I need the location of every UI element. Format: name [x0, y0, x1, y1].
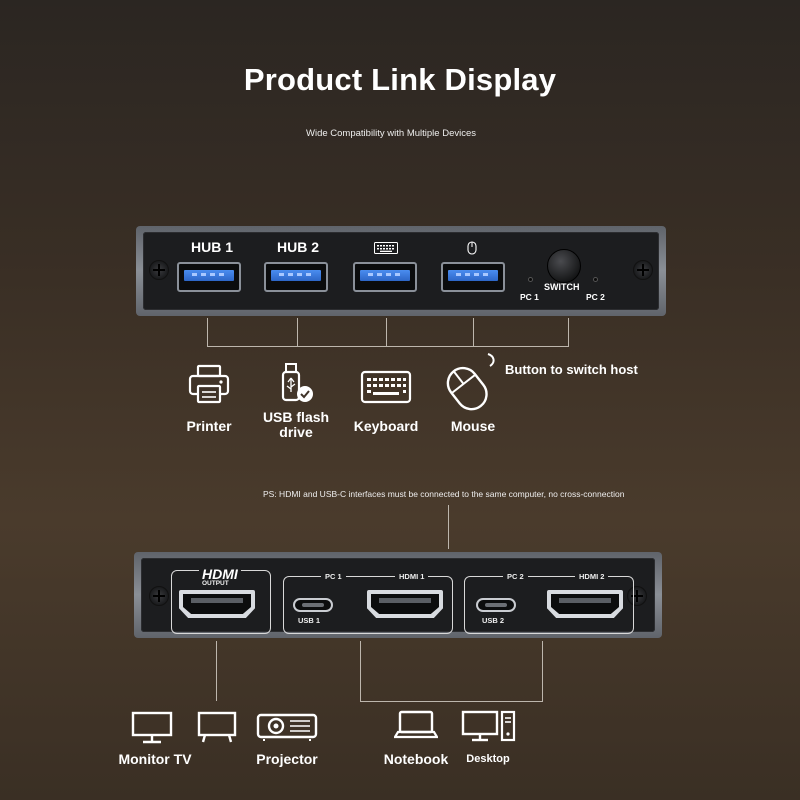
bottom-panel-face: HDMI OUTPUT PC 1 HDMI 1 USB 1 PC 2 HDMI …: [141, 558, 655, 634]
keyboard-icon: [360, 370, 412, 404]
hub2-label: HUB 2: [277, 239, 320, 255]
pc2-led-label: PC 2: [586, 292, 605, 302]
keyboard-icon: [374, 242, 398, 254]
top-panel-face: HUB 1 HUB 2 SWITCH PC 1 PC 2: [143, 232, 659, 310]
switch-button[interactable]: [547, 249, 581, 283]
connector-line: [207, 346, 569, 347]
connector-line: [542, 641, 543, 701]
pc2-title: PC 2: [503, 572, 528, 581]
monitor-icon: [131, 711, 173, 744]
pc1-frame: [283, 576, 453, 634]
projector-label: Projector: [256, 751, 318, 767]
connector-line: [568, 318, 569, 346]
page-title: Product Link Display: [243, 62, 557, 97]
desktop-label: Desktop: [466, 753, 510, 765]
connector-line: [207, 318, 208, 346]
projector-icon: [256, 713, 318, 741]
hdmi-input-port-1[interactable]: [367, 590, 443, 618]
kvm-bottom-panel: HDMI OUTPUT PC 1 HDMI 1 USB 1 PC 2 HDMI …: [134, 552, 662, 638]
desktop-icon: [461, 710, 516, 742]
notebook-label: Notebook: [383, 751, 449, 767]
printer-label: Printer: [186, 418, 232, 434]
pc1-led-label: PC 1: [520, 292, 539, 302]
switch-host-note: Button to switch host: [505, 362, 638, 377]
subtitle: Wide Compatibility with Multiple Devices: [306, 128, 476, 139]
connector-line: [448, 505, 449, 549]
usb-flash-drive-label: USB flash drive: [262, 409, 330, 440]
usb-port-hub1[interactable]: [177, 262, 241, 292]
hub1-label: HUB 1: [191, 239, 234, 255]
connection-note: PS: HDMI and USB-C interfaces must be co…: [263, 489, 625, 499]
usb-port-keyboard[interactable]: [353, 262, 417, 292]
hdmi-input-port-2[interactable]: [547, 590, 623, 618]
connector-line: [473, 318, 474, 346]
usb-port-hub2[interactable]: [264, 262, 328, 292]
pc1-hdmi-label: HDMI 1: [395, 572, 429, 581]
pc2-hdmi-label: HDMI 2: [575, 572, 609, 581]
screw-icon: [627, 586, 647, 606]
tv-icon: [197, 711, 237, 743]
screw-icon: [633, 260, 653, 280]
connector-line: [297, 318, 298, 346]
led-pc2: [593, 277, 598, 282]
connector-line: [360, 641, 361, 701]
pc1-title: PC 1: [321, 572, 346, 581]
output-label: OUTPUT: [202, 580, 229, 587]
pc2-frame: [464, 576, 634, 634]
usb2-label: USB 2: [482, 616, 505, 625]
usb-c-port-2[interactable]: [476, 598, 516, 612]
hdmi-logo: HDMI: [199, 566, 241, 582]
laptop-icon: [394, 710, 438, 739]
printer-icon: [188, 364, 230, 404]
connector-line: [216, 641, 217, 701]
screw-icon: [149, 260, 169, 280]
mouse-label: Mouse: [450, 418, 496, 434]
keyboard-label: Keyboard: [353, 418, 419, 434]
usb1-label: USB 1: [298, 616, 321, 625]
connector-line: [360, 701, 543, 702]
usb-c-port-1[interactable]: [293, 598, 333, 612]
usb-flash-drive-icon: [281, 363, 313, 402]
kvm-top-panel: HUB 1 HUB 2 SWITCH PC 1 PC 2: [136, 226, 666, 316]
connector-line: [386, 318, 387, 346]
screw-icon: [149, 586, 169, 606]
led-pc1: [528, 277, 533, 282]
mouse-icon: [467, 241, 477, 255]
hdmi-output-port[interactable]: [179, 590, 255, 618]
monitor-tv-label: Monitor TV: [118, 751, 192, 767]
usb-port-mouse[interactable]: [441, 262, 505, 292]
switch-label: SWITCH: [544, 282, 580, 292]
mouse-icon: [446, 353, 495, 411]
